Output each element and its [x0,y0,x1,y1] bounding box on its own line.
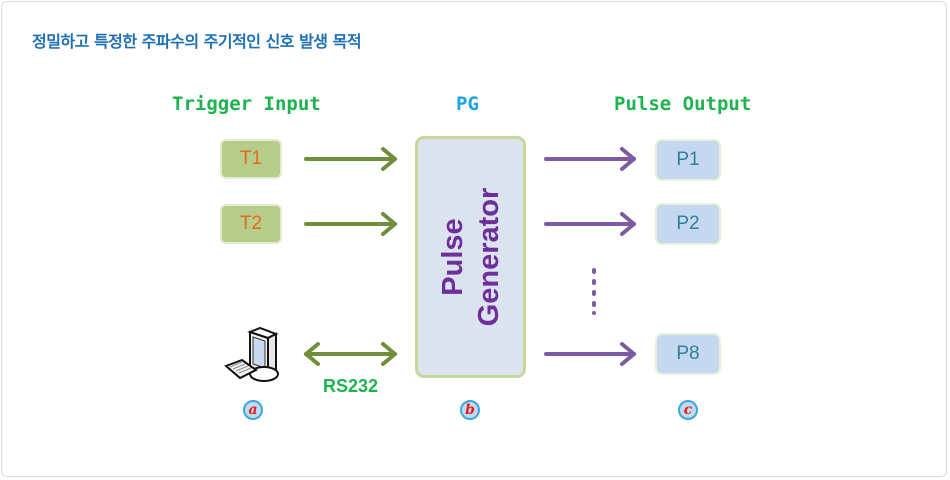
output-p2: P2 [655,203,721,245]
pulse-output-header: Pulse Output [614,93,752,115]
pg-header: PG [456,93,479,115]
arrow-rs232-bidirectional [304,342,397,366]
output-p1: P1 [655,139,721,181]
page-title: 정밀하고 특정한 주파수의 주기적인 신호 발생 목적 [32,32,362,51]
arrow-p2 [544,212,636,236]
badge-c: c [678,400,698,420]
trigger-input-header: Trigger Input [172,93,321,115]
rs232-label: RS232 [323,376,379,396]
output-p8: P8 [655,333,721,375]
arrow-t1 [304,147,397,171]
trigger-t1: T1 [220,139,282,179]
badge-b: b [460,400,480,420]
pulse-generator-box: Pulse Generator [415,136,526,378]
arrow-p1 [544,147,636,171]
computer-icon [224,326,279,382]
arrow-p8 [544,342,636,366]
badge-a: a [243,400,263,420]
trigger-t2: T2 [220,204,282,244]
arrow-t2 [304,212,397,236]
